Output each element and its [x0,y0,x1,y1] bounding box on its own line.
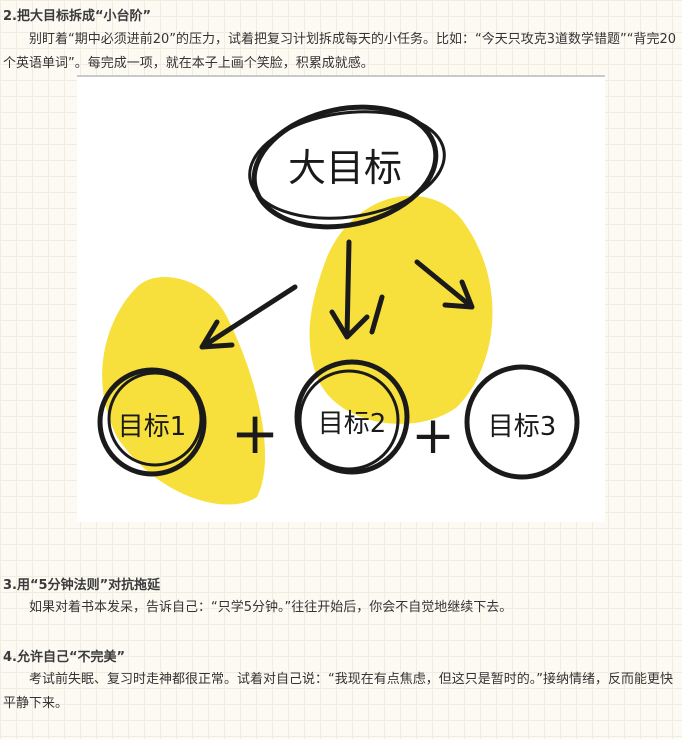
section-heading: 2.把大目标拆成“小台阶” [3,9,152,24]
section-paragraph: 考试前失眠、复习时走神都很正常。试着对自己说：“我现在有点焦虑，但这只是暂时的。… [3,672,673,711]
goal-1-circle [97,367,207,477]
arrow-left [199,284,298,350]
goal-2-circle [294,359,410,475]
section-heading: 4.允许自己“不完美” [3,650,126,665]
goal-2-label: 目标2 [318,409,387,439]
section-heading: 3.用“5分钟法则”对抗拖延 [3,578,161,593]
goal-breakdown-illustration: 大目标 目标1 + 目标2 + 目标3 [77,75,605,522]
section-paragraph: 别盯着“期中必须进前20”的压力，试着把复习计划拆成每天的小任务。比如：“今天只… [3,32,677,71]
section-paragraph: 如果对着书本发呆，告诉自己：“只学5分钟。”往往开始后，你会不自觉地继续下去。 [29,600,513,615]
arrow-center [329,239,385,340]
main-goal-circle [251,104,439,230]
goal-1-label: 目标1 [118,412,187,442]
arrow-right [414,259,475,310]
goal-3-circle [464,364,580,480]
plus-sign: + [231,399,280,467]
yellow-blob-center [309,195,493,424]
yellow-blob-left [102,277,266,505]
goal-3-label: 目标3 [488,412,557,442]
plus-sign: + [411,406,455,466]
main-goal-label: 大目标 [288,146,402,190]
